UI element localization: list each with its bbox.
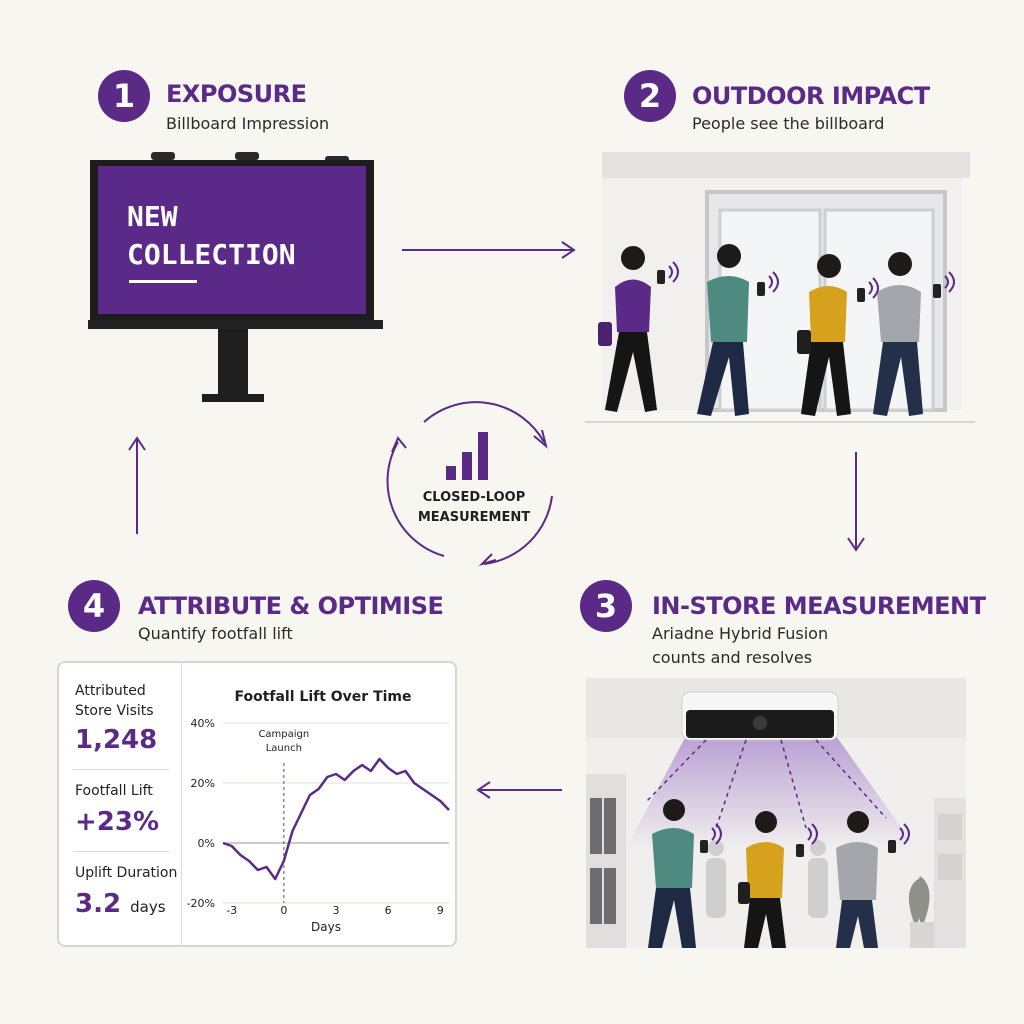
chart-x-tick: -3: [226, 904, 237, 917]
chart-x-axis: -3 0 3 6 9: [226, 904, 444, 917]
chart-y-tick: 40%: [191, 717, 215, 730]
metric-duration-unit: days: [130, 898, 166, 916]
shopper-icon: [738, 811, 804, 948]
storefront-scene: [585, 152, 975, 427]
chart-x-tick: 0: [280, 904, 287, 917]
metric-visits-number: 1,248: [75, 725, 158, 755]
step-2-badge: 2: [624, 70, 676, 122]
metric-lift-label: Footfall Lift: [75, 783, 153, 799]
metric-visits-value: 1,248: [75, 725, 157, 755]
signal-icon: [711, 823, 910, 845]
metric-duration-label: Uplift Duration: [75, 865, 178, 881]
footfall-chart: Footfall Lift Over Time 40% 20% 0% -20% -3 0…: [187, 689, 450, 934]
metric-visits-label: Attributed Store Visits: [75, 681, 154, 721]
step-4-badge: 4: [68, 580, 120, 632]
shopper-icon: [648, 799, 708, 948]
shopper-icon: [697, 244, 765, 416]
metric-visits-label-1: Attributed: [75, 683, 146, 699]
metric-separator: [73, 769, 169, 770]
chart-y-tick: -20%: [187, 897, 215, 910]
billboard-headline-1: NEW: [127, 200, 178, 233]
metric-separator: [73, 851, 169, 852]
step-1-subtitle: Billboard Impression: [166, 114, 330, 133]
bar-chart-icon: [446, 432, 488, 480]
plant-icon: [908, 876, 934, 948]
chart-x-tick: 6: [385, 904, 392, 917]
shopper-icon: [598, 246, 665, 412]
chart-x-tick: 9: [437, 904, 444, 917]
closed-loop-badge: CLOSED-LOOP MEASUREMENT: [384, 386, 564, 572]
step-2-subtitle: People see the billboard: [692, 114, 885, 133]
metric-visits-label-2: Store Visits: [75, 703, 154, 719]
metric-duration-number: 3.2: [75, 889, 122, 919]
billboard: NEW COLLECTION: [85, 146, 385, 408]
metric-lift-number: +23%: [75, 807, 160, 837]
chart-title: Footfall Lift Over Time: [234, 689, 411, 705]
chart-series-line: [222, 757, 450, 881]
signal-icon: [668, 261, 955, 299]
step-1-title: EXPOSURE: [166, 80, 307, 108]
step-4-subtitle: Quantify footfall lift: [138, 624, 293, 643]
in-store-graphic: [586, 678, 966, 948]
chart-x-label: Days: [311, 920, 341, 934]
panel-divider: [181, 663, 182, 945]
loop-arrow-icon: [423, 401, 545, 443]
chart-y-axis: 40% 20% 0% -20%: [187, 717, 215, 910]
step-3-title: IN-STORE MEASUREMENT: [652, 592, 986, 620]
metric-duration-value: 3.2 days: [75, 889, 166, 919]
dashboard-panel: Attributed Store Visits 1,248 Footfall L…: [57, 661, 457, 947]
shopper-icon: [836, 811, 896, 948]
shopper-icon: [797, 254, 865, 416]
in-store-scene: [586, 678, 966, 948]
step-2-title: OUTDOOR IMPACT: [692, 82, 930, 110]
chart-y-tick: 0%: [198, 837, 215, 850]
chart-annotation-line-2: Launch: [266, 743, 302, 754]
billboard-headline-2: COLLECTION: [127, 238, 296, 271]
step-3-badge: 3: [580, 580, 632, 632]
closed-loop-graphic: [386, 401, 553, 567]
step-4-title: ATTRIBUTE & OPTIMISE: [138, 592, 444, 620]
step-1-badge: 1: [98, 70, 150, 122]
loop-label-2: MEASUREMENT: [417, 510, 531, 525]
metric-lift-value: +23%: [75, 807, 159, 837]
shopper-icon: [873, 252, 941, 416]
step-3-subtitle-1: Ariadne Hybrid Fusion: [652, 624, 829, 643]
chart-y-tick: 20%: [191, 777, 215, 790]
billboard-underline: [129, 280, 197, 283]
chart-x-tick: 3: [333, 904, 340, 917]
step-3-subtitle-2: counts and resolves: [652, 648, 813, 667]
storefront-graphic: [585, 152, 975, 423]
loop-label-1: CLOSED-LOOP: [422, 490, 526, 505]
chart-grid: [223, 722, 449, 904]
billboard-graphic: [88, 152, 383, 402]
chart-annotation-line-1: Campaign: [258, 729, 309, 740]
